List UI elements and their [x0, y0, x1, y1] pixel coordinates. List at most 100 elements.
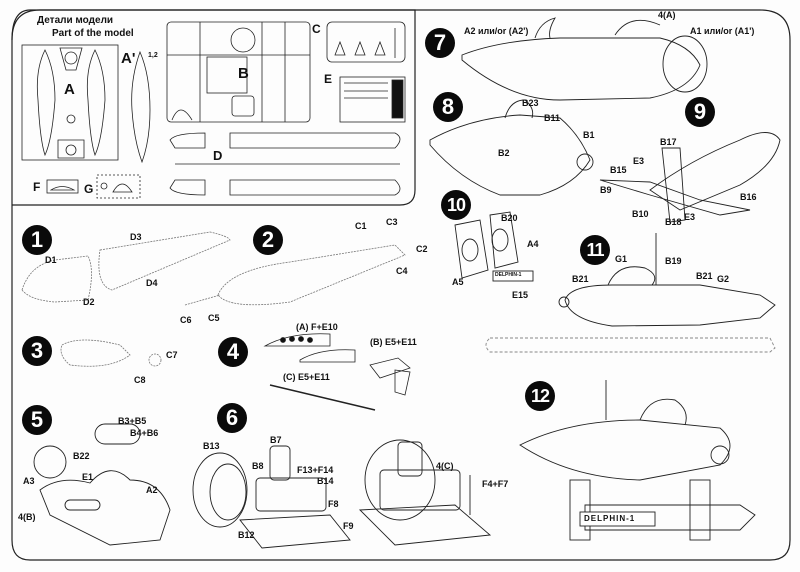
step5-drawing	[33, 423, 171, 546]
label-c8: C8	[134, 375, 146, 385]
label-b9: B9	[600, 185, 612, 195]
step-8-badge: 8	[433, 92, 463, 122]
sprue-d-label: D	[213, 148, 223, 163]
label-ref-4c: 4(C)	[436, 461, 454, 471]
label-b1: B1	[583, 130, 595, 140]
step2-drawing	[184, 244, 406, 306]
label-b13: B13	[203, 441, 220, 451]
sprue-a-label: A	[64, 81, 75, 98]
label-c5: C5	[208, 313, 220, 323]
label-e3-bottom: E3	[684, 212, 696, 222]
label-d1: D1	[45, 255, 57, 265]
label-b11: B11	[544, 113, 561, 123]
step1-drawing	[21, 231, 231, 303]
sprue-c-label: C	[312, 22, 321, 36]
label-b4-b6: B4+B6	[130, 428, 159, 438]
sprue-a-prime-parts: 1,2	[148, 52, 158, 59]
nameplate-large: DELPHIN-1	[584, 514, 636, 523]
step-4-badge: 4	[218, 337, 248, 367]
label-b20: B20	[501, 213, 518, 223]
label-4a: (A) F+E10	[296, 322, 338, 332]
label-c3: C3	[386, 217, 398, 227]
fret-e	[339, 76, 406, 123]
label-b7: B7	[270, 435, 282, 445]
part-g-label: G	[84, 182, 94, 196]
step6-drawing	[192, 439, 492, 549]
step3-drawing	[60, 339, 162, 367]
label-b22: B22	[73, 451, 90, 461]
sprue-d	[169, 132, 401, 196]
label-b23: B23	[522, 98, 539, 108]
label-b21-front: B21	[572, 274, 589, 284]
label-b2: B2	[498, 148, 510, 158]
label-b17: B17	[660, 137, 677, 147]
label-f9: F9	[343, 521, 354, 531]
label-c1: C1	[355, 221, 367, 231]
step8-drawing	[429, 99, 594, 196]
step11-drawing	[485, 233, 776, 353]
nameplate-small: DELPHIN-1	[495, 272, 522, 278]
label-f8: F8	[328, 499, 339, 509]
step-6-badge: 6	[217, 403, 247, 433]
step-3-badge: 3	[22, 336, 52, 366]
step-11-badge: 11	[580, 235, 610, 265]
step-1-badge: 1	[22, 225, 52, 255]
parts-panel-frame	[11, 9, 416, 206]
part-f-panel	[49, 186, 76, 191]
parts-title-en: Part of the model	[52, 28, 134, 39]
label-b14: B14	[317, 476, 334, 486]
label-ref-4b: 4(B)	[18, 512, 36, 522]
part-g	[96, 174, 141, 199]
label-a3: A3	[23, 476, 35, 486]
label-a1-or: A1 или/or (A1')	[690, 26, 755, 36]
sprue-b	[166, 21, 311, 123]
label-d2: D2	[83, 297, 95, 307]
label-4b: (B) E5+E11	[370, 337, 417, 347]
label-c7: C7	[166, 350, 178, 360]
label-e1: E1	[82, 472, 94, 482]
label-g2: G2	[717, 274, 730, 284]
label-b10: B10	[632, 209, 649, 219]
label-a4: A4	[527, 239, 539, 249]
step4-drawing	[263, 333, 411, 411]
part-f	[46, 179, 79, 194]
step-7-badge: 7	[425, 28, 455, 58]
label-b19: B19	[665, 256, 682, 266]
label-b15: B15	[610, 165, 627, 175]
label-c6: C6	[180, 315, 192, 325]
step10-drawing	[454, 211, 534, 282]
label-f13-f14: F13+F14	[297, 465, 334, 475]
label-a2-or: A2 или/or (A2')	[464, 26, 529, 36]
sprue-a-prime-label: A'	[121, 50, 136, 67]
label-c2: C2	[416, 244, 428, 254]
step-10-badge: 10	[441, 190, 471, 220]
label-d3: D3	[130, 232, 142, 242]
label-b8: B8	[252, 461, 264, 471]
label-a5: A5	[452, 277, 464, 287]
fret-e-label: E	[324, 72, 333, 86]
step12-drawing	[519, 380, 756, 541]
label-4c: (C) E5+E11	[283, 372, 330, 382]
step7-drawing	[461, 17, 708, 101]
label-b3-b5: B3+B5	[118, 416, 147, 426]
step-12-badge: 12	[525, 381, 555, 411]
label-d4: D4	[146, 278, 158, 288]
label-g1: G1	[615, 254, 628, 264]
step-5-badge: 5	[22, 405, 52, 435]
parts-title-ru: Детали модели	[37, 15, 114, 26]
label-a2: A2	[146, 485, 158, 495]
sprue-c	[326, 21, 406, 63]
label-b12: B12	[238, 530, 255, 540]
step9-drawing	[599, 132, 781, 223]
part-f-label: F	[33, 180, 41, 194]
label-f4-f7: F4+F7	[482, 479, 509, 489]
label-e3-top: E3	[633, 156, 645, 166]
label-b18: B18	[665, 217, 682, 227]
step-2-badge: 2	[253, 225, 283, 255]
label-ref-4a: 4(A)	[658, 10, 676, 20]
label-c4: C4	[396, 266, 408, 276]
step-9-badge: 9	[685, 97, 715, 127]
label-e15: E15	[512, 290, 529, 300]
